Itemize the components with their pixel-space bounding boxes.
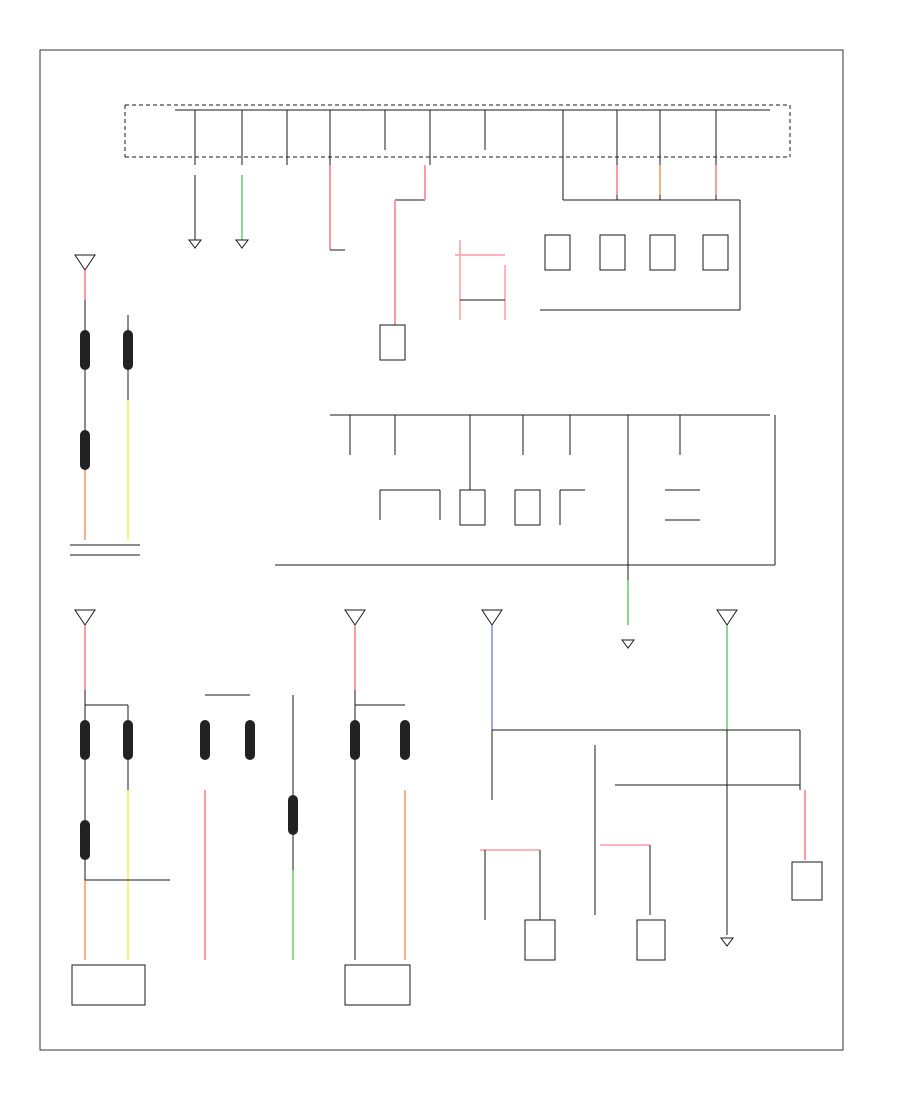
lower-left-circuit (71, 609, 298, 1006)
diagram-border (39, 49, 844, 1051)
middle-fuse-panel (275, 414, 776, 649)
top-fuse-panel (124, 104, 791, 200)
connector-icon (123, 720, 133, 760)
top-right-lamps (540, 165, 741, 311)
ground-icon (621, 639, 635, 649)
connector-icon (80, 330, 90, 370)
connector-icon (80, 720, 90, 760)
battery-junction-icon (481, 609, 503, 626)
ground-group-top-left (188, 175, 249, 249)
battery-junction-icon (74, 609, 96, 626)
connector-icon (288, 795, 298, 835)
battery-junction-icon (716, 609, 738, 626)
connector-icon (80, 430, 90, 470)
top-center-circuit (379, 165, 506, 361)
left-upper-circuit (70, 254, 140, 556)
lower-middle-circuit (344, 609, 411, 1006)
connector-icon (400, 720, 410, 760)
ground-icon (188, 239, 202, 249)
connector-icon (80, 820, 90, 860)
connector-icon (200, 720, 210, 760)
connector-icon (350, 720, 360, 760)
battery-junction-icon (344, 609, 366, 626)
connector-icon (123, 330, 133, 370)
connector-icon (245, 720, 255, 760)
battery-junction-icon (74, 254, 96, 271)
ground-icon (235, 239, 249, 249)
fuse-drops (194, 110, 717, 200)
lower-right-circuit (480, 609, 823, 961)
ground-icon (720, 937, 734, 947)
